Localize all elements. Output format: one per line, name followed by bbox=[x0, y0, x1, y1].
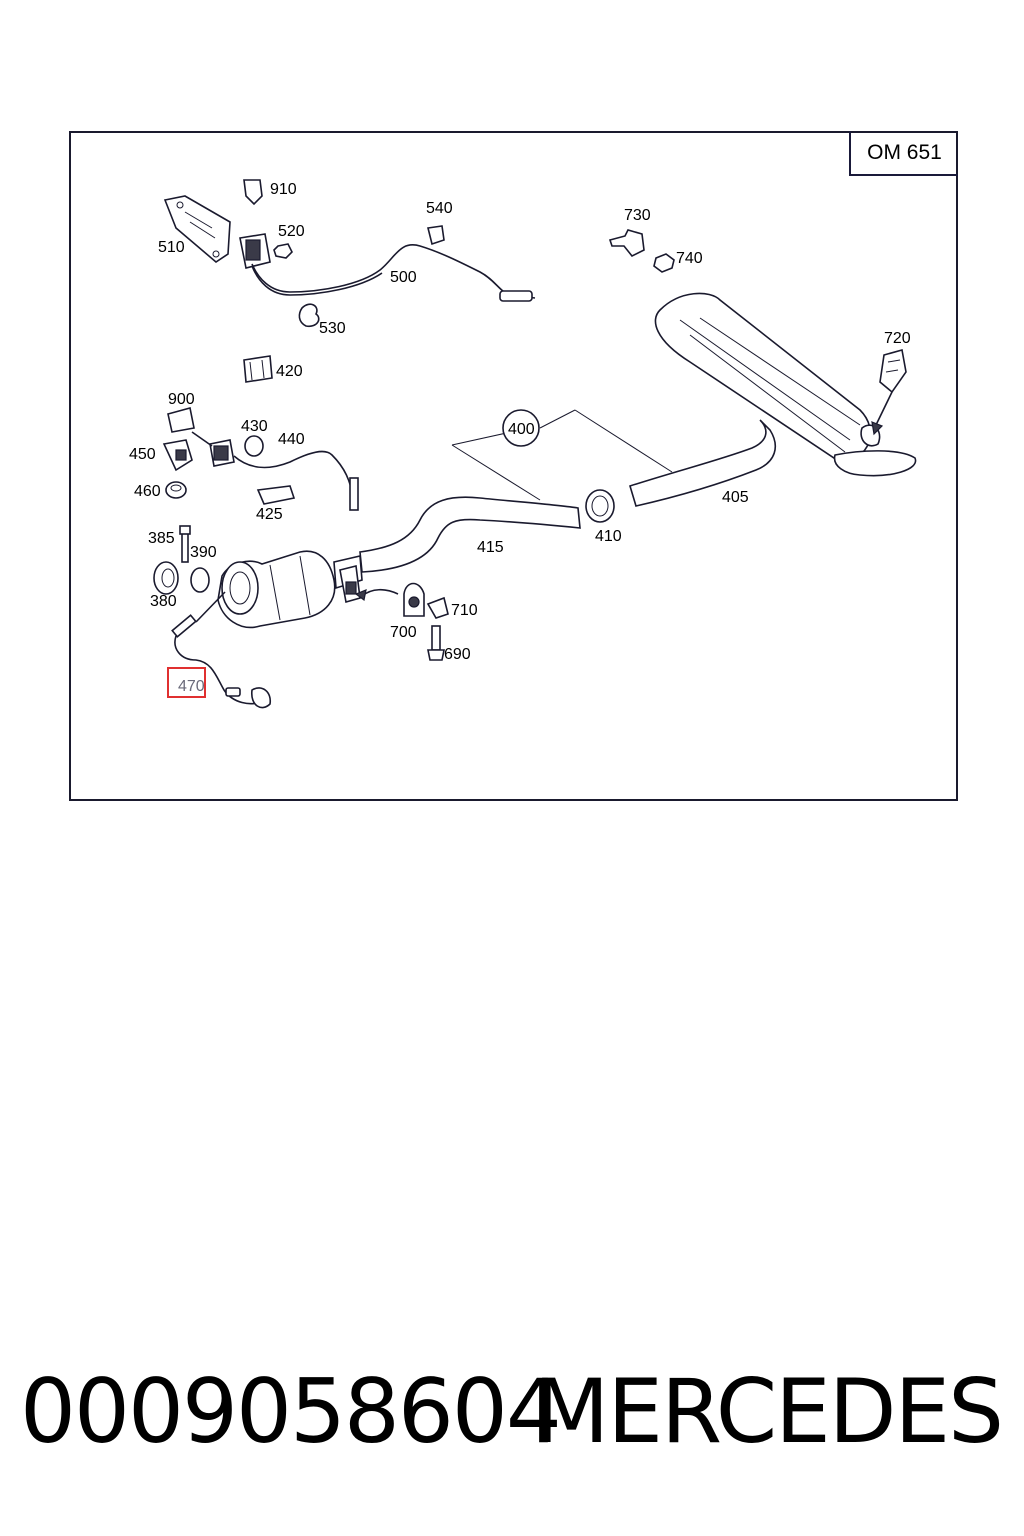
gasket-390 bbox=[190, 567, 210, 593]
label-420: 420 bbox=[276, 363, 303, 380]
bolt-690 bbox=[427, 625, 445, 661]
part-number: 0009058604 bbox=[20, 1360, 562, 1463]
hanger-730 bbox=[608, 229, 645, 258]
label-390: 390 bbox=[190, 544, 217, 561]
bolt-385 bbox=[179, 525, 191, 563]
pipe-405 bbox=[629, 419, 777, 507]
label-700: 700 bbox=[390, 624, 417, 641]
clip-420 bbox=[243, 355, 273, 383]
sensor-bracket bbox=[339, 565, 399, 604]
label-710: 710 bbox=[451, 602, 478, 619]
label-510: 510 bbox=[158, 239, 185, 256]
diagram-drawing: 910 510 520 540 500 530 730 740 720 420 … bbox=[129, 179, 917, 709]
label-520: 520 bbox=[278, 223, 305, 240]
label-415: 415 bbox=[477, 539, 504, 556]
sensor-module-430 bbox=[191, 431, 264, 467]
label-910: 910 bbox=[270, 181, 297, 198]
label-540: 540 bbox=[426, 200, 453, 217]
pad-900 bbox=[167, 407, 195, 433]
label-720: 720 bbox=[884, 330, 911, 347]
particulate-filter bbox=[217, 550, 363, 629]
pipe-415 bbox=[359, 496, 581, 573]
highlight-470: 470 bbox=[167, 667, 206, 698]
nut-740 bbox=[653, 253, 675, 273]
clip-425 bbox=[256, 485, 296, 505]
clip-540 bbox=[427, 225, 445, 246]
bracket-510 bbox=[163, 195, 231, 264]
label-530: 530 bbox=[319, 320, 346, 337]
label-400: 400 bbox=[508, 421, 535, 438]
label-900: 900 bbox=[168, 391, 195, 408]
control-module bbox=[239, 233, 271, 269]
oxygen-sensor-470 bbox=[171, 591, 272, 709]
clamp-380 bbox=[153, 561, 179, 595]
label-385: 385 bbox=[148, 530, 175, 547]
sensor-wire-440 bbox=[233, 450, 359, 511]
label-500: 500 bbox=[390, 269, 417, 286]
footer: 0009058604 MERCEDES bbox=[0, 1360, 1024, 1480]
bracket-710 bbox=[426, 596, 449, 619]
callout-400 bbox=[451, 409, 673, 501]
label-730: 730 bbox=[624, 207, 651, 224]
engine-code-tag: OM 651 bbox=[849, 131, 958, 176]
label-460: 460 bbox=[134, 483, 161, 500]
label-740: 740 bbox=[676, 250, 703, 267]
hanger-720 bbox=[871, 348, 907, 436]
label-690: 690 bbox=[444, 646, 471, 663]
label-405: 405 bbox=[722, 489, 749, 506]
brand-name: MERCEDES bbox=[533, 1360, 1004, 1463]
clamp-410 bbox=[585, 489, 615, 523]
label-430: 430 bbox=[241, 418, 268, 435]
sensor-910 bbox=[243, 179, 263, 206]
label-440: 440 bbox=[278, 431, 305, 448]
sensor-wire-500 bbox=[251, 244, 536, 302]
grommet-460 bbox=[165, 481, 187, 499]
label-425: 425 bbox=[256, 506, 283, 523]
label-380: 380 bbox=[150, 593, 177, 610]
nut-520 bbox=[273, 243, 293, 259]
hanger-700 bbox=[403, 582, 425, 617]
label-470: 470 bbox=[178, 678, 205, 695]
clip-530 bbox=[298, 303, 320, 328]
bracket-450 bbox=[162, 439, 193, 472]
rear-muffler bbox=[654, 292, 917, 477]
label-410: 410 bbox=[595, 528, 622, 545]
label-450: 450 bbox=[129, 446, 156, 463]
